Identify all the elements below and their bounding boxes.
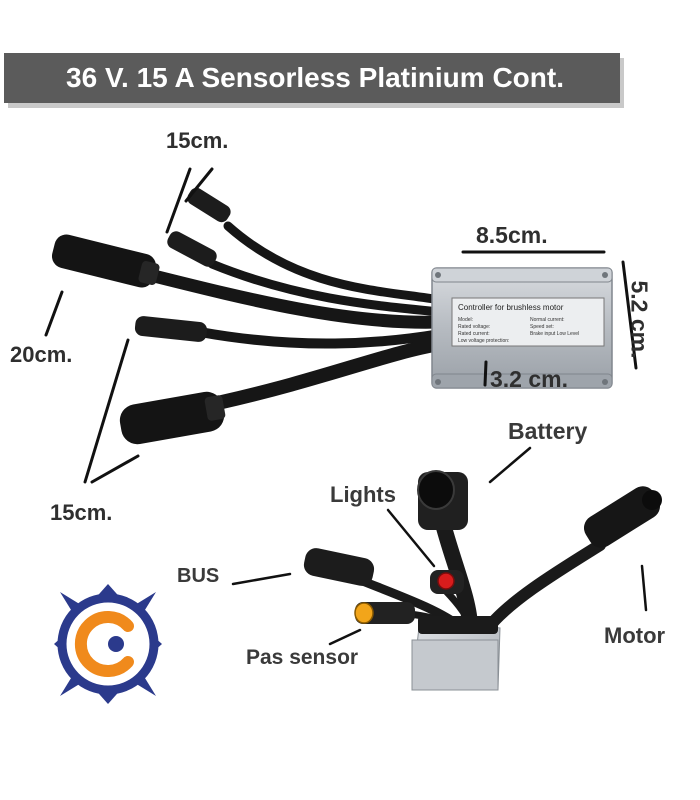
dim-length: 8.5cm. (476, 222, 548, 248)
connector-top-1 (187, 187, 231, 223)
connector-mid (134, 316, 208, 342)
dim-left-cable: 20cm. (10, 342, 73, 367)
battery-connector (417, 470, 468, 530)
pointer-top-b (165, 167, 192, 234)
bus-connector (303, 548, 375, 586)
small-controller-box (411, 616, 501, 691)
brand-compass-logo (54, 584, 162, 704)
motor-connector (583, 486, 662, 548)
controller-row4-left: Low voltage protection: (458, 338, 509, 344)
pointer-bus (231, 572, 292, 586)
connector-top-2 (167, 231, 217, 267)
controller-heading: Controller for brushless motor (458, 303, 564, 312)
controller-row3-right: Brake input Low Level (530, 331, 579, 337)
controller-row1-right: Normal current: (530, 317, 564, 323)
pas-connector (354, 602, 415, 624)
connector-bottom-big (119, 391, 226, 445)
dim-top-cables: 15cm. (166, 128, 229, 153)
label-lights: Lights (330, 482, 396, 507)
dim-depth: 3.2 cm. (490, 366, 568, 392)
controller-box: Controller for brushless motor Model: No… (431, 267, 613, 389)
dim-line-depth (483, 360, 488, 387)
dim-line-height (621, 260, 638, 370)
pointer-battery (488, 446, 532, 484)
label-motor: Motor (604, 623, 666, 648)
dim-bottom-cables: 15cm. (50, 500, 113, 525)
controller-row2-left: Rated voltage: (458, 324, 490, 330)
pointer-bottom-b (90, 454, 140, 484)
title-text: 36 V. 15 A Sensorless Platinium Cont. (66, 62, 564, 93)
cable-bundle (143, 221, 447, 409)
controller-row1-left: Model: (458, 317, 473, 323)
label-battery: Battery (508, 418, 588, 444)
pointer-left (44, 290, 64, 337)
label-pas-sensor: Pas sensor (246, 646, 359, 669)
pointer-top-a (184, 167, 214, 203)
dim-height: 5.2 cm. (626, 280, 653, 359)
pointer-lights (386, 508, 436, 568)
pointer-pas (328, 628, 362, 646)
pointer-bottom-a (83, 338, 130, 484)
label-bus: BUS (177, 565, 220, 587)
controller-row2-right: Speed set: (530, 324, 554, 330)
pointer-motor (640, 564, 648, 612)
lights-connector (430, 570, 464, 594)
title-banner: 36 V. 15 A Sensorless Platinium Cont. (4, 53, 620, 103)
connector-left-big (51, 234, 160, 288)
controller-row3-left: Rated current: (458, 331, 490, 337)
